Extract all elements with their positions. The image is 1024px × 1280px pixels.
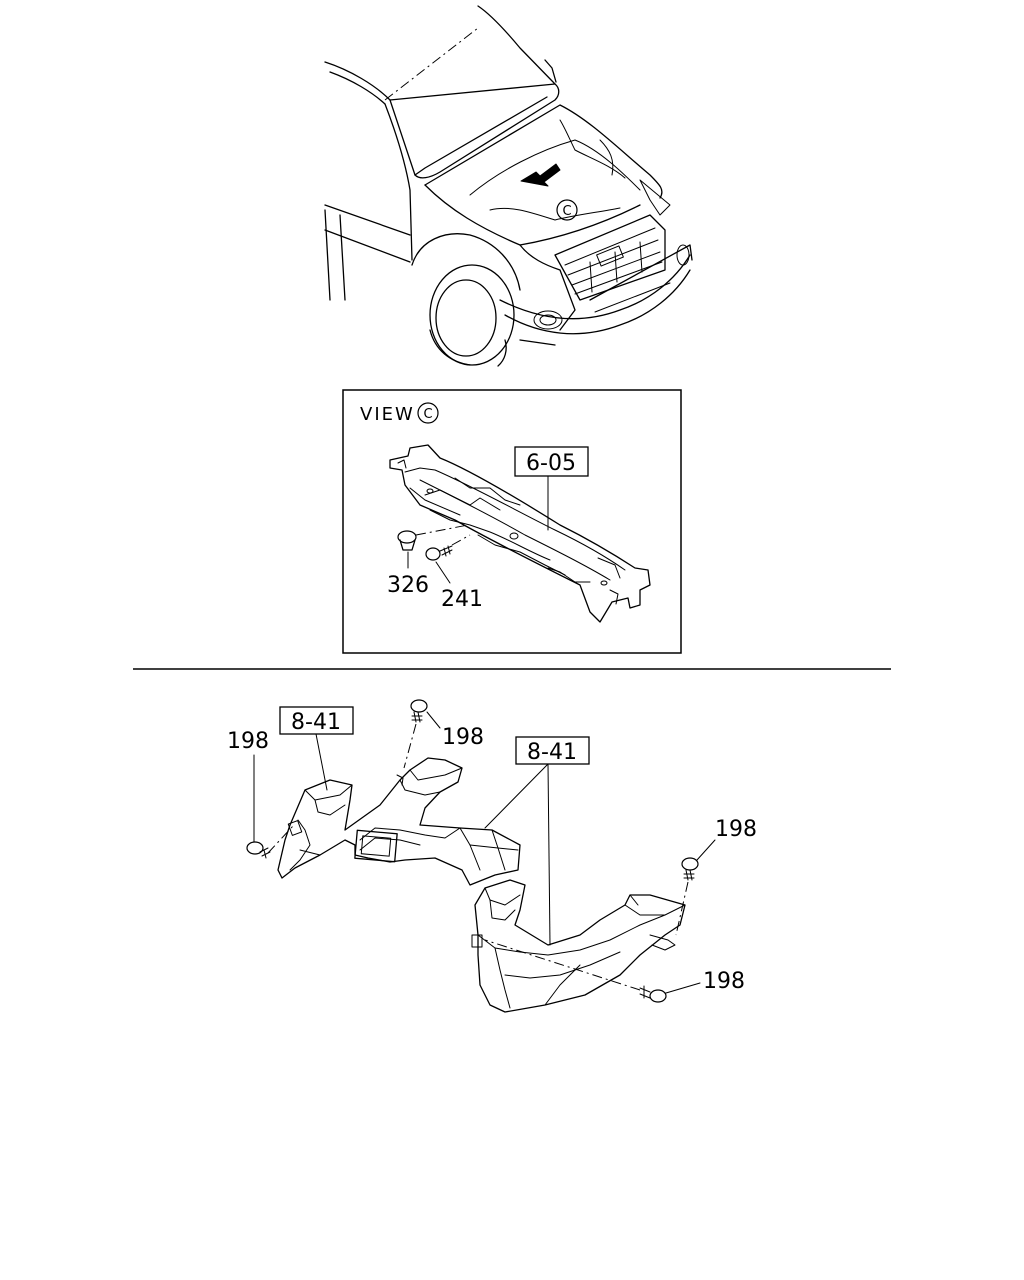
upper-air-duct-drawing — [277, 757, 521, 886]
view-c-symbol: C — [423, 407, 432, 422]
duct-ref-left-leader — [315, 733, 328, 791]
clip-198-top-drawing — [403, 699, 441, 769]
part-number-198-right: 198 — [715, 817, 757, 842]
part-number-326: 326 — [387, 573, 429, 598]
clip-326-drawing — [397, 524, 469, 569]
part-number-241: 241 — [441, 587, 483, 612]
cowl-ref-box: 6-05 — [514, 446, 589, 477]
view-c-marker: C — [556, 199, 578, 221]
view-c-marker-label: C — [562, 204, 571, 219]
duct-ref-right-leader-a — [484, 763, 549, 829]
cowl-ref-label: 6-05 — [526, 451, 576, 476]
duct-ref-right-label: 8-41 — [527, 740, 577, 765]
part-number-198-top: 198 — [442, 725, 484, 750]
clip-198-right-drawing — [675, 839, 716, 936]
part-number-198-bottom: 198 — [703, 969, 745, 994]
screw-241-drawing — [425, 534, 471, 584]
part-number-198-left: 198 — [227, 729, 269, 754]
duct-ref-box-right: 8-41 — [515, 736, 590, 765]
view-c-frame — [342, 389, 682, 654]
view-c-title: VIEW — [360, 404, 415, 425]
clip-198-bottom-drawing — [484, 939, 701, 1003]
cowl-panel-drawing — [389, 444, 651, 623]
lower-air-duct-drawing — [471, 879, 686, 1013]
view-c-symbol-circle — [417, 402, 439, 424]
duct-ref-left-label: 8-41 — [291, 710, 341, 735]
duct-ref-box-left: 8-41 — [279, 706, 354, 735]
view-c-panel: VIEW C 6-05 — [342, 389, 682, 654]
clip-198-left-drawing — [246, 754, 294, 859]
vehicle-illustration — [324, 5, 693, 367]
duct-ref-right-leader-b — [547, 763, 551, 946]
view-direction-arrow-icon — [520, 163, 561, 187]
